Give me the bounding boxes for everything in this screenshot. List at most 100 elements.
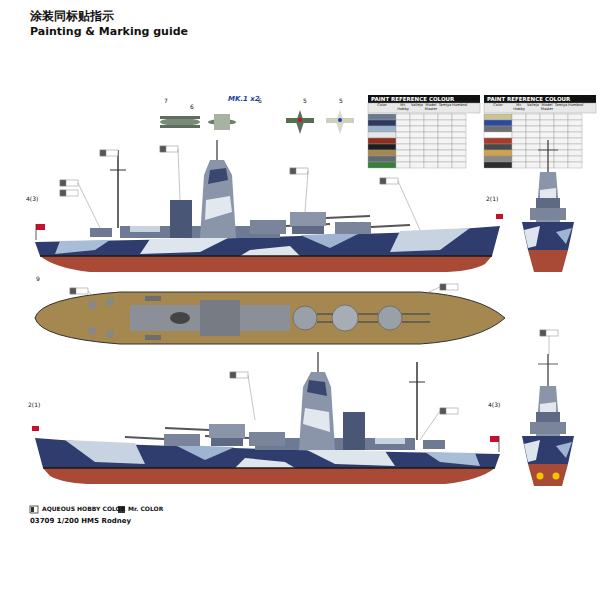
table-cell [410, 150, 424, 156]
table-cell [368, 144, 396, 150]
table-cell [554, 138, 568, 144]
table-cell [526, 144, 540, 150]
table-cell [438, 138, 452, 144]
table-cell [554, 144, 568, 150]
table-cell [512, 126, 526, 132]
table-cell [512, 138, 526, 144]
table-cell [554, 120, 568, 126]
table-header: Model Master [424, 104, 438, 112]
table-cell [484, 132, 512, 138]
table-cell [568, 144, 582, 150]
table-cell [452, 156, 466, 162]
table-cell [410, 126, 424, 132]
table-cell [512, 114, 526, 120]
table-cell [540, 144, 554, 150]
table-cell [568, 120, 582, 126]
table-cell [484, 156, 512, 162]
table-cell [396, 120, 410, 126]
table-cell [568, 132, 582, 138]
caption: 03709 1/200 HMS Rodney [30, 518, 131, 526]
table-cell [484, 162, 512, 168]
table-cell [512, 150, 526, 156]
table-cell [452, 150, 466, 156]
table-cell [568, 156, 582, 162]
table-cell [526, 120, 540, 126]
table-cell [540, 132, 554, 138]
table-cell [368, 162, 396, 168]
table-cell [368, 114, 396, 120]
table-cell [438, 144, 452, 150]
table-cell [396, 150, 410, 156]
table-cell [424, 162, 438, 168]
table-cell [540, 150, 554, 156]
table-cell [368, 150, 396, 156]
table-cell [438, 162, 452, 168]
table-cell [526, 138, 540, 144]
table-cell [484, 120, 512, 126]
table-header: Color [368, 104, 396, 108]
ship-profile [32, 352, 500, 484]
table-cell [438, 114, 452, 120]
table-cell [368, 156, 396, 162]
table-cell [396, 132, 410, 138]
stern-view [522, 354, 574, 486]
table-cell [554, 150, 568, 156]
table-header: Model Master [540, 104, 554, 112]
table-cell [410, 156, 424, 162]
callout-number: 5 [339, 98, 343, 105]
table-cell [568, 114, 582, 120]
callout-number: 7 [164, 98, 168, 105]
legend-text: AQUEOUS HOBBY COLOR [42, 506, 125, 513]
table-cell [512, 162, 526, 168]
table-header: Color [484, 104, 512, 108]
callout-number: 6 [258, 98, 262, 105]
callout-number: 4(3) [26, 196, 38, 203]
legend-icon [30, 506, 125, 513]
table-cell [554, 156, 568, 162]
aircraft [160, 110, 354, 134]
table-cell [526, 132, 540, 138]
table-cell [396, 162, 410, 168]
table-cell [424, 138, 438, 144]
table-cell [438, 126, 452, 132]
table-cell [512, 120, 526, 126]
bow-view [522, 140, 574, 272]
table-header: Vallejo [410, 104, 424, 108]
table-header: Humbrol [452, 104, 466, 108]
table-cell [512, 156, 526, 162]
table-cell [484, 126, 512, 132]
callout-number: 5 [303, 98, 307, 105]
table-header: Humbrol [568, 104, 582, 108]
table-cell [484, 138, 512, 144]
table-cell [526, 162, 540, 168]
table-cell [438, 156, 452, 162]
table-cell [424, 150, 438, 156]
callout-number: 2(1) [486, 196, 498, 203]
table-cell [540, 138, 554, 144]
table-cell [554, 162, 568, 168]
table-cell [438, 132, 452, 138]
table-cell [396, 138, 410, 144]
deck-plan [35, 292, 505, 344]
table-header: Tamiya [438, 104, 452, 108]
table-cell [512, 132, 526, 138]
table-title: PAINT REFERENCE COLOUR [371, 96, 454, 102]
table-cell [396, 144, 410, 150]
paint-table-rows [368, 114, 582, 168]
table-cell [410, 162, 424, 168]
table-cell [526, 114, 540, 120]
table-cell [568, 126, 582, 132]
table-header: Tamiya [554, 104, 568, 108]
table-cell [452, 132, 466, 138]
propeller [553, 473, 560, 480]
table-cell [540, 126, 554, 132]
table-cell [438, 150, 452, 156]
table-cell [540, 162, 554, 168]
table-cell [424, 126, 438, 132]
paint-table [368, 95, 596, 113]
table-cell [410, 120, 424, 126]
table-cell [452, 138, 466, 144]
aircraft-note: MK.1 x2 [228, 96, 260, 104]
ship-profile [35, 140, 503, 272]
